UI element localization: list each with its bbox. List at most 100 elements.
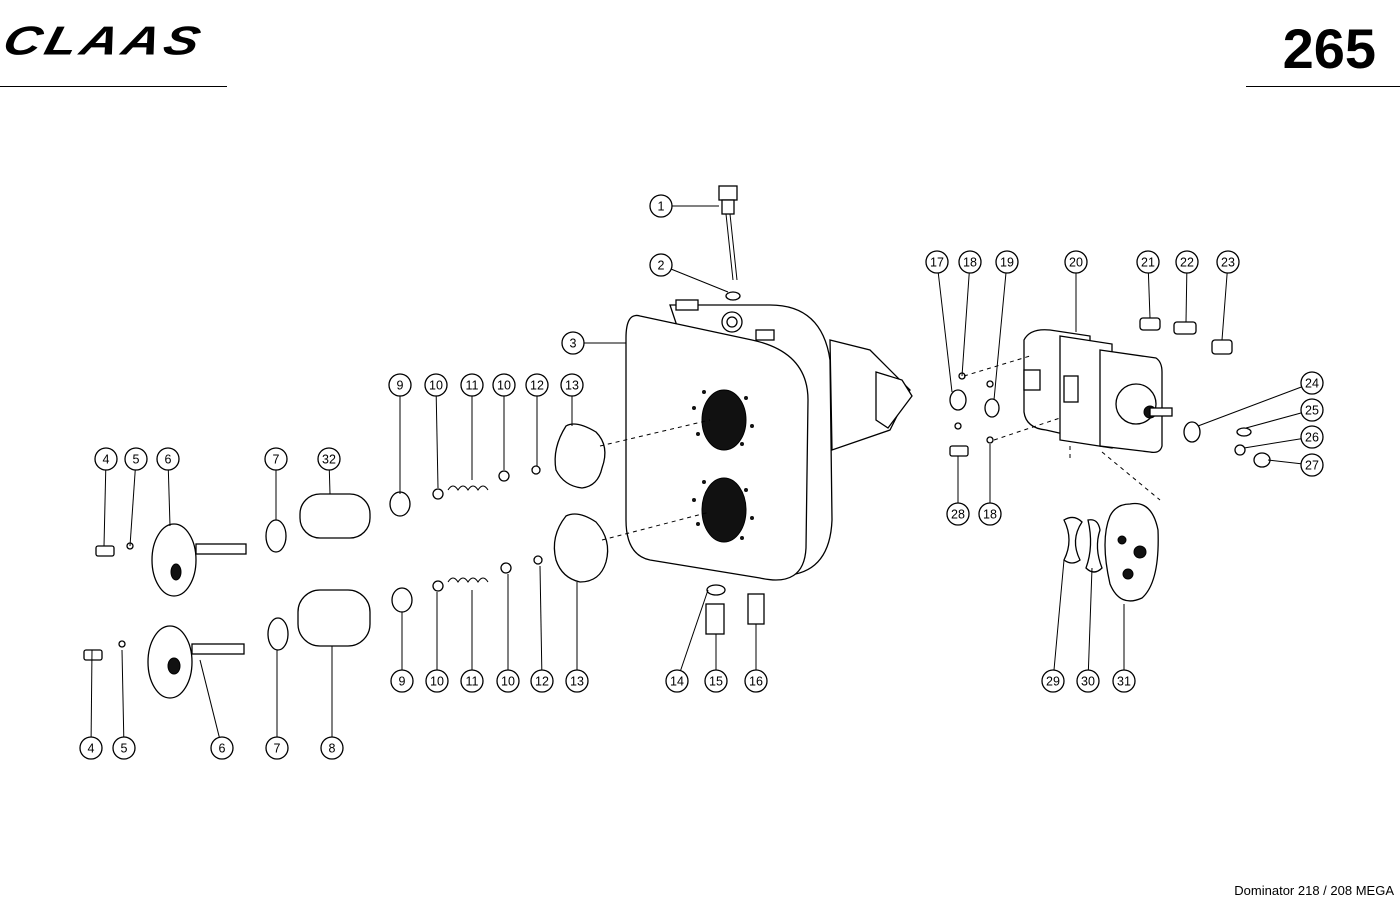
callout-number: 18 bbox=[983, 508, 997, 522]
callout-circle bbox=[704, 669, 728, 693]
leader-line bbox=[961, 261, 971, 377]
callout-number: 29 bbox=[1046, 675, 1060, 689]
leader-line bbox=[539, 565, 543, 682]
header-rule-left bbox=[0, 86, 227, 87]
callout-circle bbox=[744, 669, 768, 693]
plate-31-part bbox=[1104, 502, 1159, 602]
part-callout-14: 14 bbox=[665, 669, 689, 693]
part-callout-4: 4 bbox=[94, 447, 118, 471]
callout-circle bbox=[560, 373, 584, 397]
callout-number: 11 bbox=[466, 675, 479, 689]
callout-number: 30 bbox=[1081, 675, 1095, 689]
part-callout-12: 12 bbox=[530, 669, 554, 693]
callout-number: 10 bbox=[501, 675, 515, 689]
callout-circle bbox=[525, 373, 549, 397]
leader-line bbox=[199, 659, 223, 749]
part-callout-13: 13 bbox=[560, 373, 584, 397]
part-callout-10: 10 bbox=[496, 669, 520, 693]
callout-number: 18 bbox=[963, 256, 977, 270]
callout-circle bbox=[1300, 425, 1324, 449]
callout-circle bbox=[561, 331, 585, 355]
callout-circle bbox=[958, 250, 982, 274]
leader-line bbox=[1052, 559, 1065, 682]
callout-number: 4 bbox=[103, 453, 110, 467]
header-rule-right bbox=[1246, 86, 1400, 87]
callout-circle bbox=[946, 502, 970, 526]
leader-line bbox=[936, 261, 953, 393]
callout-circle bbox=[1300, 453, 1324, 477]
nut-part bbox=[1253, 452, 1271, 468]
fitting-21-part bbox=[1139, 317, 1161, 331]
part-callout-27: 27 bbox=[1300, 453, 1324, 477]
callout-circle bbox=[925, 250, 949, 274]
part-callout-15: 15 bbox=[704, 669, 728, 693]
part-callout-22: 22 bbox=[1175, 250, 1199, 274]
leader-line bbox=[660, 264, 729, 293]
callout-circle bbox=[124, 447, 148, 471]
callout-number: 6 bbox=[165, 453, 172, 467]
callout-circle bbox=[94, 447, 118, 471]
o-ring-17-part bbox=[949, 389, 967, 411]
callout-number: 17 bbox=[930, 256, 944, 270]
part-callout-32: 32 bbox=[317, 447, 341, 471]
leader-line bbox=[90, 649, 93, 749]
callout-number: 9 bbox=[397, 379, 404, 393]
callout-circle bbox=[1112, 669, 1136, 693]
leader-line bbox=[1197, 382, 1313, 427]
part-callout-1: 1 bbox=[649, 194, 673, 218]
seal-29-part bbox=[1063, 516, 1083, 564]
callout-number: 6 bbox=[219, 742, 226, 756]
callout-number: 20 bbox=[1069, 256, 1083, 270]
part-callout-13: 13 bbox=[565, 669, 589, 693]
callout-circle bbox=[1136, 250, 1160, 274]
callout-circle bbox=[388, 373, 412, 397]
upper-filter-assembly bbox=[95, 465, 541, 597]
callout-number: 11 bbox=[466, 379, 479, 393]
callout-circle bbox=[496, 669, 520, 693]
leader-line bbox=[993, 261, 1008, 401]
part-callout-19: 19 bbox=[995, 250, 1019, 274]
bolt-28-part bbox=[949, 445, 969, 457]
callout-circle bbox=[317, 447, 341, 471]
callout-number: 27 bbox=[1305, 459, 1319, 473]
part-callout-7: 7 bbox=[265, 736, 289, 760]
washer-part bbox=[1234, 444, 1246, 456]
callout-number: 23 bbox=[1221, 256, 1235, 270]
callout-number: 19 bbox=[1000, 256, 1014, 270]
dipstick-part bbox=[718, 185, 738, 281]
callout-number: 5 bbox=[133, 453, 140, 467]
part-callout-11: 11 bbox=[460, 373, 484, 397]
leader-line bbox=[1221, 261, 1229, 341]
callout-circle bbox=[460, 373, 484, 397]
callout-number: 10 bbox=[429, 379, 443, 393]
hydraulic-pump-part bbox=[1023, 329, 1173, 454]
part-callout-30: 30 bbox=[1076, 669, 1100, 693]
callout-circle bbox=[1076, 669, 1100, 693]
seal-30-part bbox=[1085, 519, 1103, 573]
callout-circle bbox=[156, 447, 180, 471]
part-callout-17: 17 bbox=[925, 250, 949, 274]
hose-fitting-part bbox=[747, 593, 765, 625]
leader-line bbox=[435, 384, 439, 489]
callout-circle bbox=[1300, 398, 1324, 422]
callout-number: 15 bbox=[709, 675, 723, 689]
callout-number: 28 bbox=[951, 508, 965, 522]
callout-number: 21 bbox=[1141, 256, 1155, 270]
callout-circle bbox=[425, 669, 449, 693]
part-callout-26: 26 bbox=[1300, 425, 1324, 449]
callout-number: 16 bbox=[749, 675, 763, 689]
part-callout-4: 4 bbox=[79, 736, 103, 760]
part-callout-3: 3 bbox=[561, 331, 585, 355]
callout-number: 4 bbox=[88, 742, 95, 756]
callout-circle bbox=[460, 669, 484, 693]
oil-tank-part bbox=[625, 299, 913, 581]
callout-circle bbox=[565, 669, 589, 693]
callout-circle bbox=[1175, 250, 1199, 274]
callout-circle bbox=[649, 253, 673, 277]
part-callout-6: 6 bbox=[156, 447, 180, 471]
part-callout-5: 5 bbox=[124, 447, 148, 471]
callout-circle bbox=[1300, 371, 1324, 395]
part-callout-11: 11 bbox=[460, 669, 484, 693]
callout-circle bbox=[112, 736, 136, 760]
